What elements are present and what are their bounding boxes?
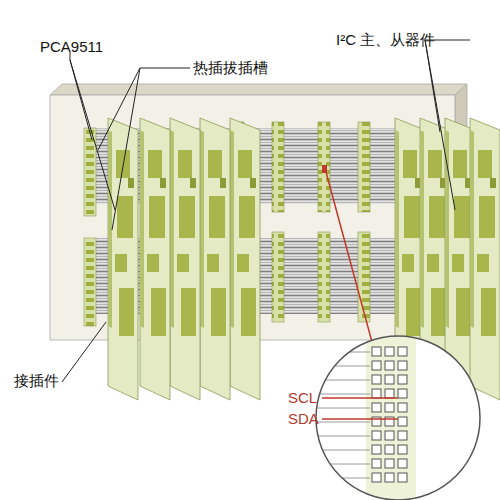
signal-name: SDA bbox=[288, 410, 319, 428]
part-name: 接插件 bbox=[14, 372, 59, 390]
zoom-line bbox=[326, 172, 372, 342]
part-name: 热插拔插槽 bbox=[193, 59, 268, 77]
leader-line bbox=[62, 40, 470, 382]
part-name: I²C 主、从器件 bbox=[336, 31, 435, 49]
part-name: PCA9511 bbox=[40, 38, 103, 56]
signal-name: SCL bbox=[288, 389, 317, 407]
magnifier bbox=[310, 330, 480, 500]
backplane-connector bbox=[84, 128, 96, 326]
